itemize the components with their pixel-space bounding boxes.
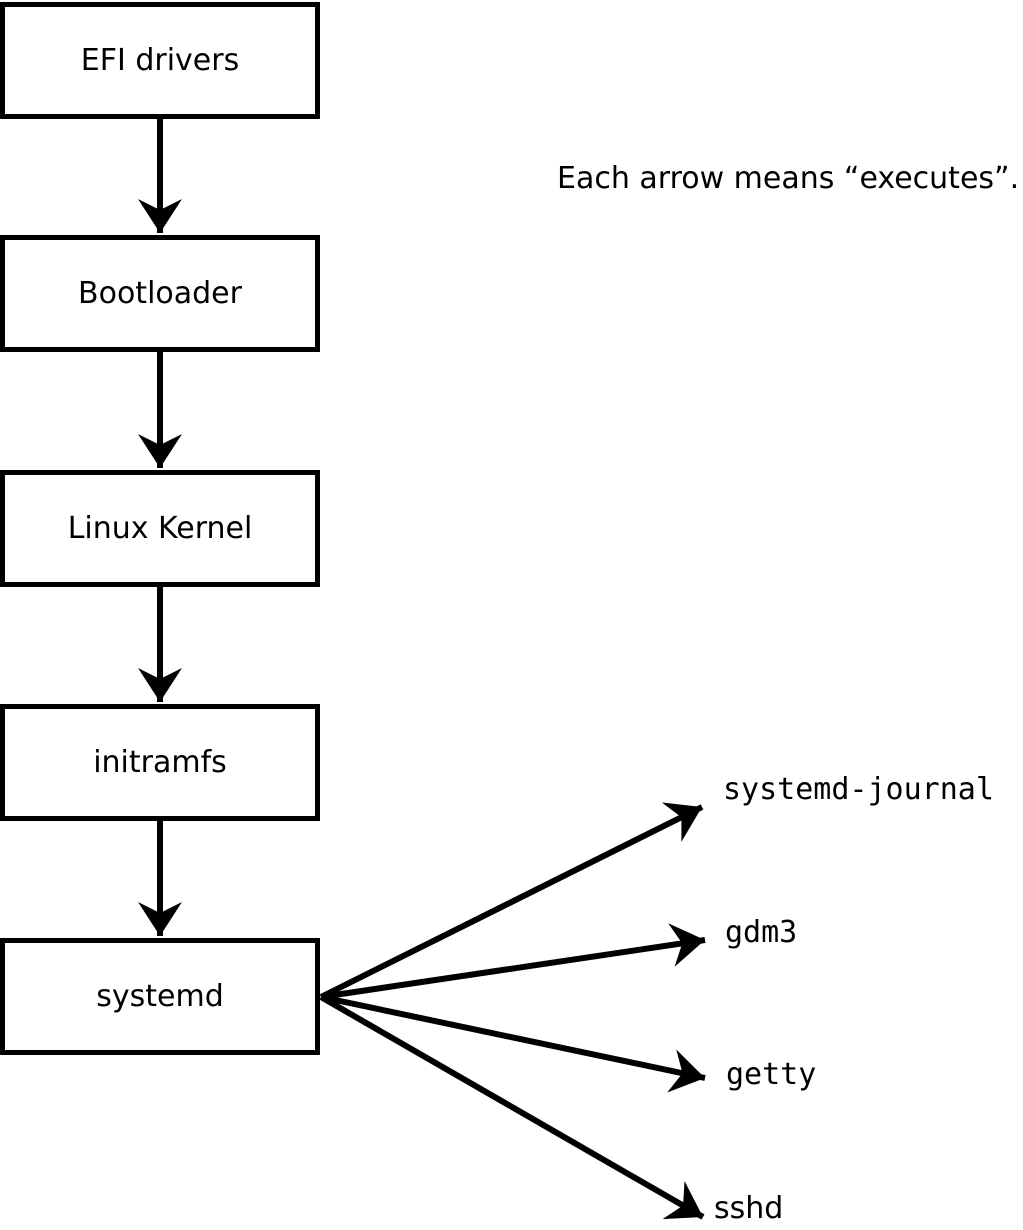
node-initramfs-label: initramfs <box>93 745 227 780</box>
node-efi-drivers-label: EFI drivers <box>80 43 240 78</box>
node-bootloader-label: Bootloader <box>78 276 242 311</box>
arrow-meaning-note: Each arrow means “executes”. <box>557 161 1020 196</box>
target-label-sshd: sshd <box>714 1191 784 1226</box>
node-efi-drivers: EFI drivers <box>0 2 320 119</box>
target-label-systemd-journal: systemd-journal <box>723 772 994 807</box>
node-bootloader: Bootloader <box>0 235 320 352</box>
arrow-systemd-to-journal <box>319 802 704 1000</box>
node-systemd-label: systemd <box>96 979 224 1014</box>
target-label-getty: getty <box>726 1057 817 1092</box>
node-linux-kernel-label: Linux Kernel <box>67 511 253 546</box>
node-initramfs: initramfs <box>0 704 320 821</box>
arrow-systemd-to-getty <box>320 994 706 1093</box>
arrow-systemd-to-gdm3 <box>320 923 706 1000</box>
target-label-gdm3: gdm3 <box>725 915 798 950</box>
arrow-systemd-to-sshd <box>319 994 705 1220</box>
node-systemd: systemd <box>0 938 320 1055</box>
node-linux-kernel: Linux Kernel <box>0 470 320 587</box>
